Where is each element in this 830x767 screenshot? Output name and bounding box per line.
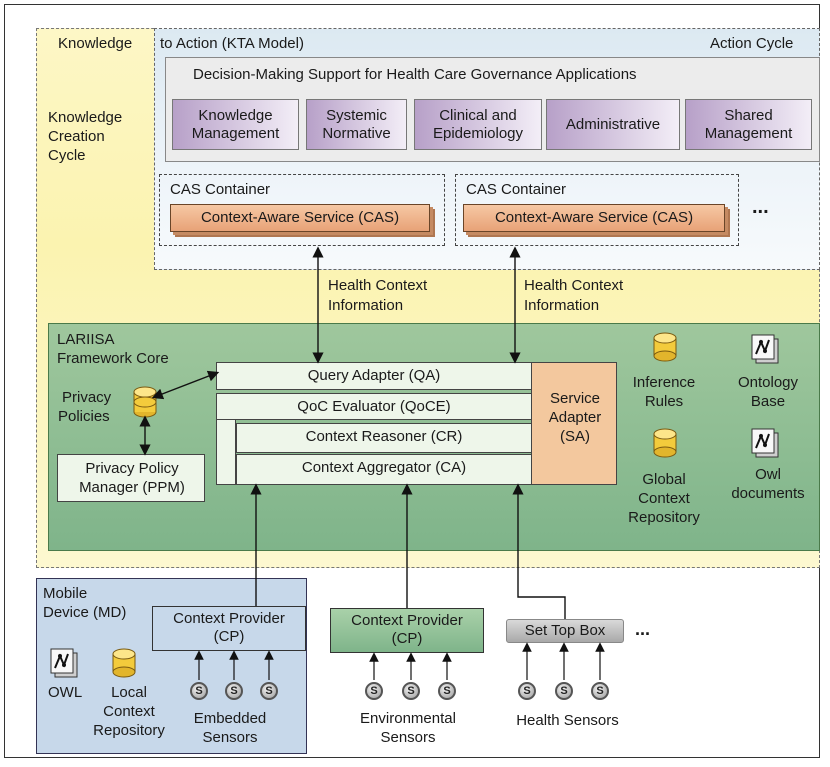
decision-making-title: Decision-Making Support for Health Care … bbox=[193, 66, 637, 83]
health-sensor-1: S bbox=[518, 682, 536, 700]
inference-rules-line2: Rules bbox=[644, 393, 684, 410]
health-sensor-2: S bbox=[555, 682, 573, 700]
health-sensors-label: Health Sensors bbox=[516, 712, 619, 729]
creation-cycle-line2: Creation bbox=[48, 128, 105, 145]
embedded-sensor-3: S bbox=[260, 682, 278, 700]
more-devices-ellipsis: ... bbox=[635, 619, 651, 639]
knowledge-label: Knowledge bbox=[58, 35, 133, 52]
inference-rules-line1: Inference bbox=[632, 374, 696, 391]
action-cycle-label: Action Cycle bbox=[710, 35, 794, 52]
md-title-line2: Device (MD) bbox=[43, 604, 127, 621]
health-context-1-line2: Information bbox=[328, 297, 404, 314]
cas-service-1: Context-Aware Service (CAS) bbox=[170, 204, 430, 232]
local-repo-line1: Local bbox=[111, 684, 147, 701]
database-icon bbox=[653, 332, 677, 362]
environmental-sensors-line1: Environmental bbox=[360, 710, 456, 727]
environmental-sensor-2: S bbox=[402, 682, 420, 700]
embedded-sensor-1: S bbox=[190, 682, 208, 700]
database-icon bbox=[133, 386, 157, 418]
cas-service-2: Context-Aware Service (CAS) bbox=[463, 204, 725, 232]
global-repo-line1: Global bbox=[642, 471, 686, 488]
global-repo-line2: Context bbox=[638, 490, 690, 507]
global-repo-line3: Repository bbox=[628, 509, 700, 526]
owl-document-icon bbox=[751, 428, 779, 458]
local-repo-line3: Repository bbox=[93, 722, 165, 739]
md-owl-label: OWL bbox=[48, 684, 83, 701]
qa-left-column bbox=[216, 420, 236, 485]
environmental-sensors-line2: Sensors bbox=[380, 729, 436, 746]
local-repo-line2: Context bbox=[103, 703, 155, 720]
kta-model-label: to Action (KTA Model) bbox=[160, 35, 304, 52]
more-cas-ellipsis: ... bbox=[752, 196, 769, 218]
app-administrative: Administrative bbox=[546, 99, 680, 150]
md-context-provider: Context Provider(CP) bbox=[152, 606, 306, 651]
health-context-2-line1: Health Context bbox=[524, 277, 624, 294]
ontology-document-icon bbox=[751, 334, 779, 364]
service-adapter: Service Adapter (SA) bbox=[531, 362, 617, 485]
context-reasoner: Context Reasoner (CR) bbox=[236, 423, 532, 453]
qoc-evaluator: QoC Evaluator (QoCE) bbox=[216, 393, 532, 420]
cas-container-2 bbox=[455, 174, 739, 246]
health-context-2-line2: Information bbox=[524, 297, 600, 314]
context-aggregator: Context Aggregator (CA) bbox=[236, 454, 532, 485]
creation-cycle-line3: Cycle bbox=[48, 147, 86, 164]
owl-document-icon bbox=[50, 648, 78, 678]
embedded-sensors-line2: Sensors bbox=[202, 729, 258, 746]
database-icon bbox=[653, 428, 677, 458]
ontology-base-line2: Base bbox=[750, 393, 786, 410]
owl-documents-line1: Owl bbox=[755, 466, 781, 483]
privacy-policies-line2: Policies bbox=[58, 408, 110, 425]
cas-container-1-label: CAS Container bbox=[170, 181, 271, 198]
core-title-line2: Framework Core bbox=[57, 350, 169, 367]
privacy-policies-line1: Privacy bbox=[62, 389, 112, 406]
health-sensor-3: S bbox=[591, 682, 609, 700]
privacy-policy-manager: Privacy Policy Manager (PPM) bbox=[57, 454, 205, 502]
core-title-line1: LARIISA bbox=[57, 331, 115, 348]
md-title-line1: Mobile bbox=[43, 585, 88, 602]
database-icon bbox=[112, 648, 136, 678]
ontology-base-line1: Ontology bbox=[737, 374, 799, 391]
cas-container-2-label: CAS Container bbox=[466, 181, 567, 198]
health-context-1-line1: Health Context bbox=[328, 277, 428, 294]
embedded-sensor-2: S bbox=[225, 682, 243, 700]
cas-container-1 bbox=[159, 174, 445, 246]
creation-cycle-line1: Knowledge bbox=[48, 109, 123, 126]
environmental-sensor-3: S bbox=[438, 682, 456, 700]
set-top-box: Set Top Box bbox=[506, 619, 624, 643]
embedded-sensors-line1: Embedded bbox=[193, 710, 267, 727]
environmental-sensor-1: S bbox=[365, 682, 383, 700]
owl-documents-line2: documents bbox=[731, 485, 805, 502]
